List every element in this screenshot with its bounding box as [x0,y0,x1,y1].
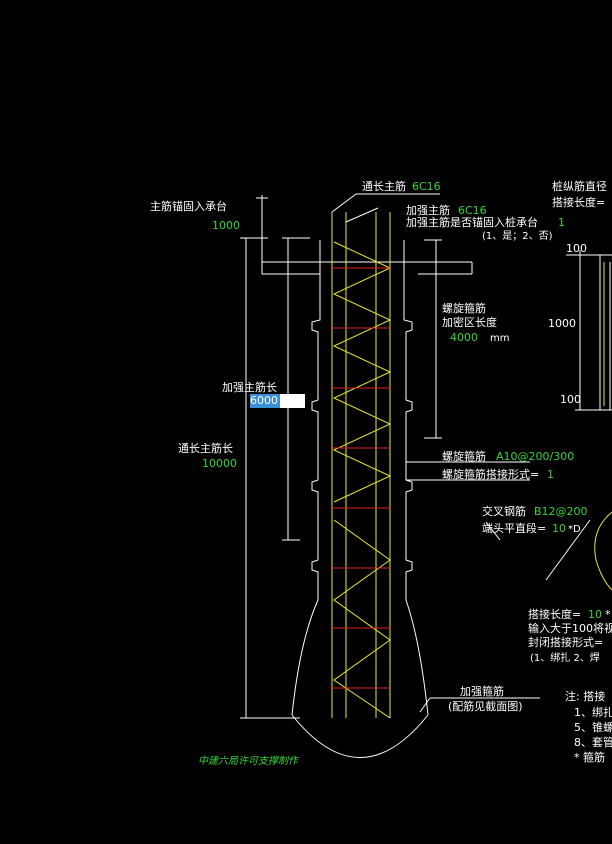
hoop-note: (配筋见截面图) [448,699,523,713]
note-title: 注: 搭接 [565,689,605,703]
right-dim-100-bottom: 100 [560,393,581,406]
through-length-label: 通长主筋长 [178,441,233,455]
end-flat-unit: *D [568,524,581,535]
lap-length-2-label: 搭接长度= [528,607,581,621]
spiral-spec-label: 螺旋箍筋 [442,449,486,463]
cross-bar-value[interactable]: B12@200 [534,505,588,518]
pile-outline [261,240,473,758]
spiral-hoops [332,241,392,719]
strengthen-anchor-options: (1、是；2、否) [482,230,553,242]
pile-bar-diameter-label: 桩纵筋直径 [552,179,607,193]
note-8: 8、套管 [574,735,612,749]
stiffening-hoops [332,267,390,689]
strengthen-anchor-question: 加强主筋是否锚固入桩承台 [406,215,538,229]
strengthen-length-selected-value[interactable]: 6000 [250,394,280,408]
note-1: 1、绑扎 [574,705,612,719]
note-star: * 箍筋 [574,750,605,764]
through-length-value[interactable]: 10000 [202,457,237,470]
spiral-lap-label: 螺旋箍筋搭接形式= [442,467,539,481]
spiral-hoop-title: 螺旋箍筋 [442,301,486,315]
credit-text: 中建六局许可支撑制作 [198,755,300,767]
strengthen-anchor-value[interactable]: 1 [558,216,565,229]
dense-zone-unit: mm [490,333,509,344]
lap-length-2-value[interactable]: 10 [588,608,602,621]
strengthen-length-label: 加强主筋长 [222,380,277,394]
through-bar-value[interactable]: 6C16 [412,180,441,193]
strengthen-bar-value[interactable]: 6C16 [458,204,487,217]
main-bar-anchor-value[interactable]: 1000 [212,219,240,232]
input-gt100-note: 输入大于100将视 [528,621,612,635]
closed-lap-options: (1、绑扎 2、焊 [530,651,600,664]
dense-zone-label: 加密区长度 [442,315,497,329]
spiral-lap-value[interactable]: 1 [547,468,554,481]
end-flat-value[interactable]: 10 [552,522,566,535]
right-detail-bars [594,262,612,591]
dense-zone-value[interactable]: 4000 [450,331,478,344]
main-bar-anchor-label: 主筋锚固入承台 [150,199,227,213]
closed-lap-label: 封闭搭接形式= [528,635,603,649]
cross-bar-label: 交叉钢筋 [482,504,526,518]
right-dim-1000: 1000 [548,317,576,330]
right-dim-100-top: 100 [566,242,587,255]
dimension-lines [240,193,540,719]
note-5: 5、锥螺 [574,721,612,734]
spiral-spec-value[interactable]: A10@200/300 [496,450,574,463]
lap-length-label: 搭接长度= [552,195,605,209]
lap-length-2-tail: * [605,608,611,621]
end-flat-label: 端头平直段= [482,521,546,535]
main-bars [331,212,391,718]
strengthen-bar-label: 加强主筋 [406,203,450,217]
right-detail [485,250,612,581]
through-bar-label: 通长主筋 [362,179,406,193]
hoop-label: 加强箍筋 [460,684,504,698]
